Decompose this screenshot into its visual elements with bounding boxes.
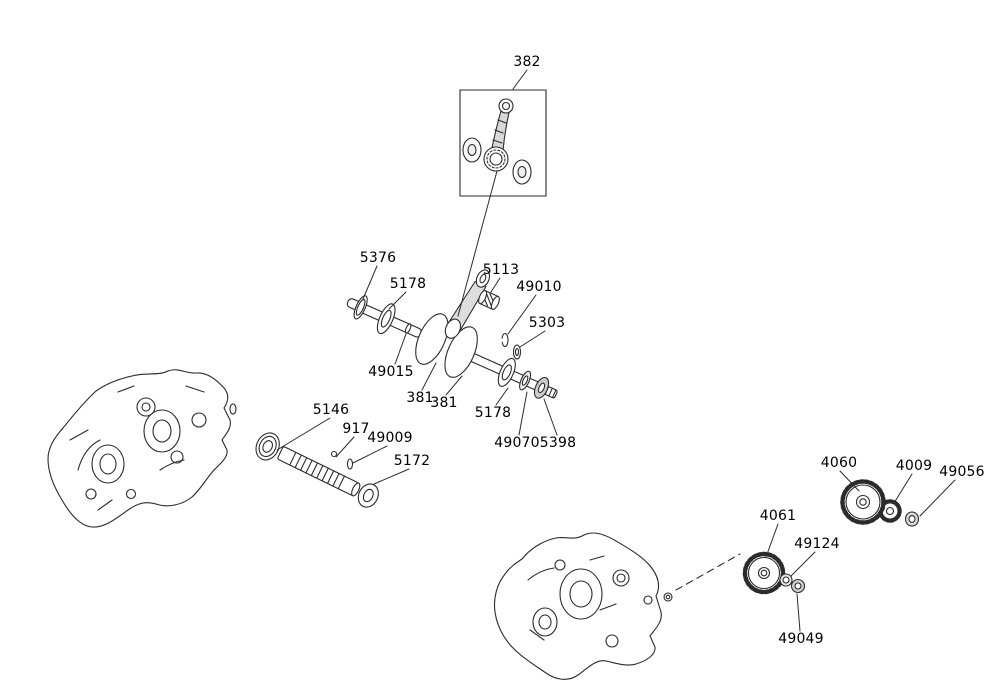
thrust-washer-upper [462,137,482,163]
leader-line-5113 [490,277,501,293]
countershaft [277,446,361,497]
bearing-5146 [255,432,280,461]
leader-line-5178-left [388,291,407,310]
leader-line-5146 [276,417,331,451]
circlip-49010 [501,332,509,348]
leader-line-49015 [394,333,407,365]
seal-ring-5376 [353,295,368,320]
washer-49124 [779,573,793,587]
nut-49049 [790,578,806,594]
washer-49070 [519,370,532,391]
circlip-49009 [346,458,354,470]
leader-line-49009 [352,445,388,464]
left-crankcase-half [47,369,237,528]
gear-4060 [840,479,886,525]
leader-line-4060 [839,470,860,492]
primary-gear-cluster [742,479,920,595]
thrust-washer-lower [512,159,532,185]
assembly-dashed-line [675,553,741,591]
dowel-pin [663,592,673,602]
nut-49056 [904,511,920,527]
collar-5398 [533,376,550,399]
leader-line-5178-right [495,387,509,406]
connecting-rod [483,98,514,172]
connecting-rod-inset-box [459,89,547,197]
leader-line-917 [335,436,355,458]
woodruff-key-49015 [404,323,412,334]
leader-line-382 [512,69,528,90]
leader-line-49070 [518,391,528,436]
bearing-5172 [357,483,379,508]
leader-line-5376 [362,265,378,300]
leader-line-381-b [445,375,463,396]
circlip-left-case [229,403,237,415]
leader-line-49056 [919,479,956,517]
connecting-rod-installed [444,269,491,339]
main-bearing-5178-left [376,303,396,335]
right-crankcase-half [493,532,673,680]
leader-line-5303 [519,330,546,348]
leader-line-381-a [421,362,437,391]
crankshaft-assembly [346,269,558,399]
leader-line-rod-to-crank [457,170,498,317]
needle-bearing-5113 [478,290,500,310]
main-bearing-5178-right [497,357,516,387]
leader-line-5172 [373,468,410,485]
leader-line-49010 [507,294,537,335]
leader-line-49049 [796,593,801,632]
washer-5303 [512,344,522,360]
leader-line-49124 [790,551,816,577]
leader-line-5398 [543,398,558,436]
gear-4061 [742,551,786,595]
pin-917 [330,450,338,458]
leader-line-4009 [893,473,913,504]
crank-web-left-381 [415,313,449,365]
gear-4009 [878,499,902,523]
leader-line-4061 [765,523,779,558]
countershaft-assembly [255,432,379,508]
crank-web-right-381 [444,326,478,378]
leader-lines [276,69,956,632]
